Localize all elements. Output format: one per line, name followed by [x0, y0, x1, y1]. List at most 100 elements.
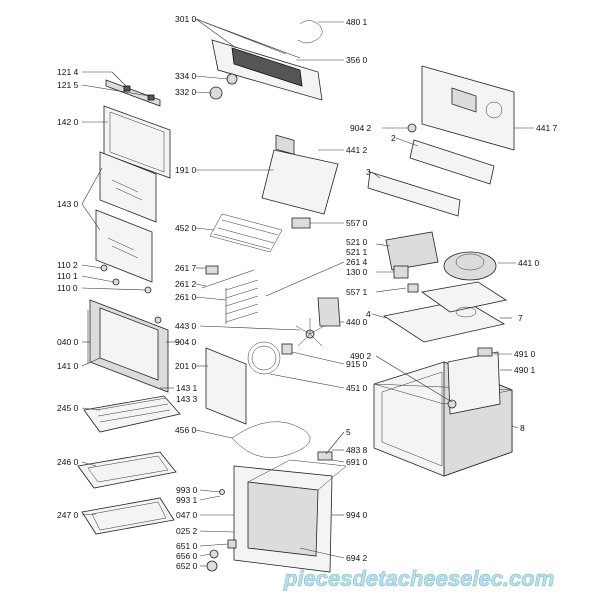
- part-labels: 301 0 480 1 356 0 334 0 332 0 121 4 121 …: [57, 14, 558, 571]
- label-143-1: 143 1: [176, 383, 198, 393]
- hinge-clip-part: [123, 85, 131, 92]
- label-261-2: 261 2: [175, 279, 197, 289]
- label-441-0: 441 0: [518, 258, 540, 268]
- label-904-2: 904 2: [350, 123, 372, 133]
- label-521-1: 521 1: [346, 247, 368, 257]
- wire-shelf-part: [83, 395, 181, 433]
- label-652-0: 652 0: [176, 561, 198, 571]
- middle-door-glass-part: [95, 151, 157, 283]
- top-panel-part: [261, 149, 339, 215]
- label-480-1: 480 1: [346, 17, 368, 27]
- label-993-0: 993 0: [176, 485, 198, 495]
- cooling-fan-bracket-part: [409, 139, 495, 185]
- knob-part-334: [226, 73, 238, 85]
- cable-gland-part-4902: [447, 399, 457, 409]
- label-247-0: 247 0: [57, 510, 79, 520]
- label-557-1: 557 1: [346, 287, 368, 297]
- label-691-0: 691 0: [346, 457, 368, 467]
- label-110-0: 110 0: [57, 283, 78, 293]
- foot-part-656: [209, 549, 219, 559]
- label-110-1: 110 1: [57, 271, 78, 281]
- leader-lines: [81, 18, 534, 567]
- label-915-0: 915 0: [346, 359, 368, 369]
- baking-tray-part-247: [81, 497, 175, 535]
- label-456-0: 456 0: [175, 425, 197, 435]
- relay-part-130: [393, 265, 409, 279]
- outer-door-part: [87, 299, 169, 393]
- control-board-part: [385, 231, 439, 271]
- fan-motor-part: [317, 297, 341, 327]
- foot-part-652: [206, 560, 218, 572]
- label-440-0: 440 0: [346, 317, 368, 327]
- grommet-part-904: [407, 123, 417, 133]
- label-441-2: 441 2: [346, 145, 368, 155]
- wire-harness-part: [297, 20, 323, 44]
- label-356-0: 356 0: [346, 55, 368, 65]
- label-047-0: 047 0: [176, 510, 198, 520]
- label-7: 7: [518, 313, 523, 323]
- label-651-0: 651 0: [176, 541, 198, 551]
- circular-element-part: [247, 341, 281, 375]
- label-261-4: 261 4: [346, 257, 368, 267]
- watermark-text: piecesdetacheeselec.com: [283, 566, 554, 591]
- screw-part-993: [219, 489, 225, 495]
- rear-cover-part: [205, 347, 247, 425]
- label-142-0: 142 0: [57, 117, 79, 127]
- label-3: 3: [366, 167, 371, 177]
- fan-blade-part: [295, 318, 325, 347]
- label-261-0: 261 0: [175, 292, 197, 302]
- label-4: 4: [366, 309, 371, 319]
- label-130-0: 130 0: [346, 267, 368, 277]
- thermostat-part-5571: [407, 283, 419, 293]
- label-483-8: 483 8: [346, 445, 368, 455]
- lower-element-part: [231, 421, 311, 458]
- label-521-0: 521 0: [346, 237, 368, 247]
- label-040-0: 040 0: [57, 337, 79, 347]
- label-656-0: 656 0: [176, 551, 198, 561]
- label-261-7: 261 7: [175, 263, 197, 273]
- hinge-clip-part-2: [147, 94, 155, 101]
- label-141-0: 141 0: [57, 361, 79, 371]
- baking-tray-part-246: [77, 451, 177, 489]
- thermostat-part-5570: [291, 217, 311, 229]
- top-plate-part-4: [382, 299, 506, 343]
- label-8: 8: [520, 423, 525, 433]
- label-332-0: 332 0: [175, 87, 197, 97]
- label-993-1: 993 1: [176, 495, 198, 505]
- label-452-0: 452 0: [175, 223, 197, 233]
- bush-part-915: [281, 343, 293, 355]
- label-301-0: 301 0: [175, 14, 197, 24]
- lamp-part-483: [317, 451, 333, 461]
- label-143-0: 143 0: [57, 199, 79, 209]
- label-121-4: 121 4: [57, 67, 79, 77]
- label-246-0: 246 0: [57, 457, 79, 467]
- label-025-2: 025 2: [176, 526, 198, 536]
- oven-cavity-part: [233, 459, 347, 573]
- label-491-0: 491 0: [514, 349, 536, 359]
- cooling-fan-part: [443, 251, 497, 281]
- label-143-3: 143 3: [176, 394, 198, 404]
- label-245-0: 245 0: [57, 403, 79, 413]
- label-334-0: 334 0: [175, 71, 197, 81]
- label-5: 5: [346, 427, 351, 437]
- label-201-0: 201 0: [175, 361, 197, 371]
- label-904-0: 904 0: [175, 337, 197, 347]
- top-plate-part-7: [420, 281, 508, 313]
- label-694-2: 694 2: [346, 553, 368, 563]
- side-bracket-part: [367, 171, 461, 217]
- control-panel-part: [211, 39, 323, 155]
- grill-element-part: [209, 213, 283, 253]
- side-rail-part: [201, 265, 259, 324]
- label-441-7: 441 7: [536, 123, 558, 133]
- foot-part-651: [227, 539, 237, 549]
- connector-part-491: [477, 347, 493, 357]
- label-994-0: 994 0: [346, 510, 368, 520]
- label-191-0: 191 0: [175, 165, 197, 175]
- label-110-2: 110 2: [57, 260, 78, 270]
- label-121-5: 121 5: [57, 80, 79, 90]
- label-2: 2: [391, 133, 396, 143]
- label-451-0: 451 0: [346, 383, 368, 393]
- label-490-1: 490 1: [514, 365, 536, 375]
- label-443-0: 443 0: [175, 321, 197, 331]
